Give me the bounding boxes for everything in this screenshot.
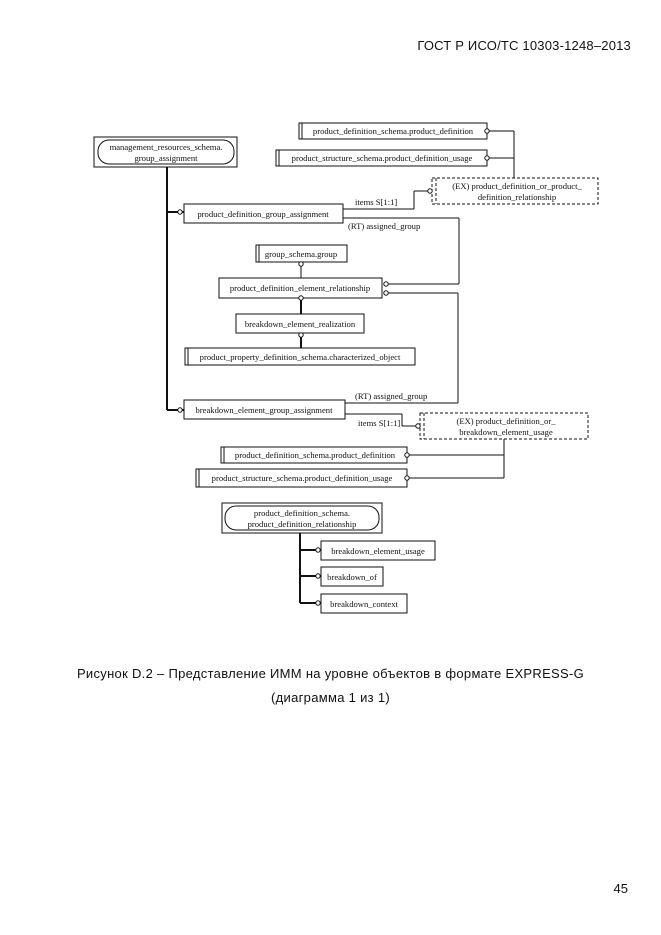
schema-box-pdr bbox=[221, 502, 383, 534]
select-ex2-label-1: (EX) product_definition_or_ bbox=[456, 416, 556, 426]
end-circle bbox=[177, 407, 183, 413]
entity-pder-label: product_definition_element_relationship bbox=[230, 283, 370, 293]
entity-pd-bottom-label: product_definition_schema.product_defini… bbox=[235, 450, 396, 460]
end-circle bbox=[484, 128, 490, 134]
entity-pdga bbox=[183, 203, 344, 224]
end-circle bbox=[383, 290, 389, 296]
figure-caption: Рисунок D.2 – Представление ИММ на уровн… bbox=[76, 666, 585, 681]
end-circle bbox=[298, 295, 304, 301]
end-circle bbox=[415, 423, 421, 429]
entity-co-label: product_property_definition_schema.chara… bbox=[200, 352, 401, 362]
rt-label-2: (RT) assigned_group bbox=[355, 391, 427, 401]
entity-pdu-bottom-label: product_structure_schema.product_definit… bbox=[212, 473, 393, 483]
entity-bega-label: breakdown_element_group_assignment bbox=[196, 405, 334, 415]
end-circle bbox=[315, 573, 321, 579]
schema-mrs-label-1: management_resources_schema. bbox=[110, 142, 223, 152]
end-circle bbox=[315, 600, 321, 606]
page-number: 45 bbox=[613, 881, 628, 896]
select-ex1-label-2: definition_relationship bbox=[478, 192, 556, 202]
items-label-1: items S[1:1] bbox=[355, 197, 397, 207]
entity-ber-label: breakdown_element_realization bbox=[245, 319, 356, 329]
entity-group-label: group_schema.group bbox=[265, 249, 337, 259]
items-label-2: items S[1:1] bbox=[358, 418, 400, 428]
document-header: ГОСТ Р ИСО/ТС 10303-1248–2013 bbox=[417, 38, 631, 53]
schema-pdr-label-2: product_definition_relationship bbox=[248, 519, 357, 529]
schema-box-pdr-inner bbox=[224, 505, 380, 531]
entity-bctx-label: breakdown_context bbox=[330, 599, 398, 609]
entity-pd-top-label: product_definition_schema.product_defini… bbox=[313, 126, 474, 136]
end-circle bbox=[298, 332, 304, 338]
rt-label-1: (RT) assigned_group bbox=[348, 221, 420, 231]
select-ex1-label-1: (EX) product_definition_or_product_ bbox=[452, 181, 582, 191]
schema-pdr-label-1: product_definition_schema. bbox=[254, 508, 350, 518]
end-circle bbox=[484, 155, 490, 161]
entity-bof-label: breakdown_of bbox=[327, 572, 377, 582]
end-circle bbox=[315, 547, 321, 553]
end-circle bbox=[298, 261, 304, 267]
end-circle bbox=[404, 452, 410, 458]
entity-pdu-top-label: product_structure_schema.product_definit… bbox=[292, 153, 473, 163]
entity-beu-label: breakdown_element_usage bbox=[331, 546, 425, 556]
figure-caption-subtitle: (диаграмма 1 из 1) bbox=[271, 690, 390, 705]
select-ex2-label-2: breakdown_element_usage bbox=[459, 427, 553, 437]
end-circle bbox=[427, 188, 433, 194]
schema-box-mrs bbox=[93, 136, 238, 168]
schema-box-mrs-inner bbox=[97, 139, 235, 165]
end-circle bbox=[404, 475, 410, 481]
entity-pdga-label: product_definition_group_assignment bbox=[197, 209, 329, 219]
schema-mrs-label-2: group_assignment bbox=[134, 153, 198, 163]
end-circle bbox=[383, 281, 389, 287]
end-circle bbox=[177, 209, 183, 215]
